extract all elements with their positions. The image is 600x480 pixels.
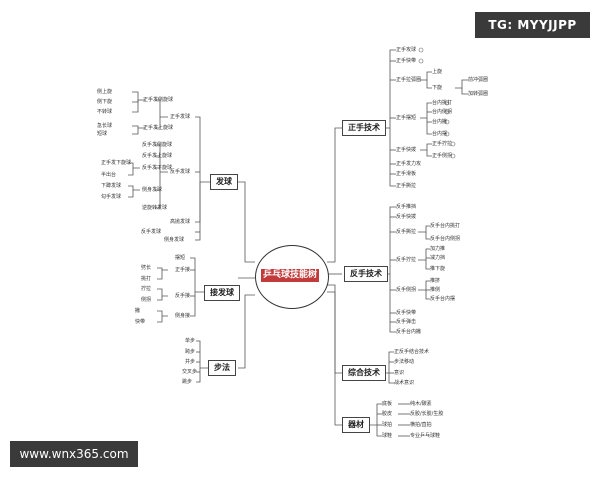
node-label[interactable]: 球拍 xyxy=(382,422,393,428)
node-label[interactable]: 反胶/长胶/生胶 xyxy=(410,411,444,417)
node-label[interactable]: 步法移动 xyxy=(394,359,415,365)
node-label[interactable]: 纯木/碳素 xyxy=(410,401,432,407)
node-label[interactable]: 交叉步 xyxy=(182,369,198,375)
node-label[interactable]: 反手发下旋球 xyxy=(142,165,173,171)
node-label[interactable]: 反手发球 xyxy=(170,169,191,175)
node-label[interactable]: 台内挑打 xyxy=(432,100,453,106)
node-label[interactable]: 专业乒乓球鞋 xyxy=(410,433,441,439)
node-label[interactable]: 反手推挡 xyxy=(396,204,417,210)
branch-footwork[interactable]: 步法 xyxy=(208,360,236,376)
node-label[interactable]: 正手快带 xyxy=(396,58,417,64)
node-label[interactable]: 战术意识 xyxy=(394,380,415,386)
node-label[interactable]: 高抛发球 xyxy=(170,219,191,225)
node-label[interactable]: 横拍/直拍 xyxy=(410,422,432,428)
node-label[interactable]: 拧拉 xyxy=(141,286,152,292)
node-label[interactable]: 反手发球 xyxy=(141,229,162,235)
node-label[interactable]: 意识 xyxy=(394,370,405,376)
node-label[interactable]: 反手侧拐 xyxy=(396,287,417,293)
node-label[interactable]: 急长球 xyxy=(97,123,113,129)
node-label[interactable]: 侧身发球 xyxy=(142,187,163,193)
node-label[interactable]: 跳步 xyxy=(182,379,193,385)
branch-backhand[interactable]: 反手技术 xyxy=(344,266,388,282)
node-label[interactable]: 快带 xyxy=(135,319,146,325)
node-label[interactable]: 推下旋 xyxy=(430,266,446,272)
node-label[interactable]: 侧上旋 xyxy=(97,89,113,95)
node-label[interactable]: 反手发侧旋球 xyxy=(142,142,173,148)
node-label[interactable]: 反手台内侧拐 xyxy=(430,236,461,242)
node-label[interactable]: 下旋 xyxy=(432,85,443,91)
node-label[interactable]: 反手发上旋球 xyxy=(142,153,173,159)
node-label[interactable]: 并步 xyxy=(185,359,196,365)
node-label[interactable]: 反手台内摆 xyxy=(430,296,456,302)
node-label[interactable]: 正手接 xyxy=(175,267,191,273)
node-label[interactable]: 加力推 xyxy=(430,246,446,252)
node-label[interactable]: 正手撕拉 xyxy=(396,183,417,189)
node-label[interactable]: 反手台内挑打 xyxy=(430,223,461,229)
node-label[interactable]: 球鞋 xyxy=(382,433,393,439)
node-label[interactable]: 短球 xyxy=(97,131,108,137)
node-label[interactable]: 跨步 xyxy=(185,349,196,355)
node-label[interactable]: 正手滑板 xyxy=(396,171,417,177)
branch-forehand[interactable]: 正手技术 xyxy=(342,120,386,136)
node-label[interactable]: 加转弧圈 xyxy=(468,91,489,97)
node-label[interactable]: 正手发上旋球 xyxy=(143,125,174,131)
node-label[interactable]: 台内摆 xyxy=(432,131,448,137)
node-label[interactable]: 反手台内撇 xyxy=(396,329,422,335)
node-label[interactable]: 正手摆短 xyxy=(396,115,417,121)
node-label[interactable]: 劈长 xyxy=(141,265,152,271)
expand-dots xyxy=(418,47,456,159)
node-label[interactable]: 正手侧拐 xyxy=(432,153,453,159)
node-label[interactable]: 正手发下旋球 xyxy=(101,160,132,166)
node-label[interactable]: 正手拧拉 xyxy=(432,141,453,147)
watermark-bottom: www.wnx365.com xyxy=(10,441,138,467)
node-label[interactable]: 正手快拨 xyxy=(396,147,417,153)
node-label[interactable]: 反手弹击 xyxy=(396,319,417,325)
node-label[interactable]: 反手快拨 xyxy=(396,214,417,220)
node-label[interactable]: 单步 xyxy=(185,338,196,344)
node-label[interactable]: 摆短 xyxy=(175,255,186,261)
node-label[interactable]: 反手快带 xyxy=(396,310,417,316)
node-label[interactable]: 正手攻球 xyxy=(396,47,417,53)
node-label[interactable]: 正反手结合技术 xyxy=(394,349,430,355)
node-label[interactable]: 底板 xyxy=(382,401,393,407)
node-label[interactable]: 反手接 xyxy=(175,293,191,299)
node-label[interactable]: 半出台 xyxy=(101,172,117,178)
node-label[interactable]: 推挤 xyxy=(430,278,441,284)
node-label[interactable]: 反手拧拉 xyxy=(396,257,417,263)
node-label[interactable]: 撇 xyxy=(135,308,141,314)
node-label[interactable]: 胶皮 xyxy=(382,411,393,417)
branch-combined[interactable]: 综合技术 xyxy=(342,365,386,381)
node-label[interactable]: 台内侧拐 xyxy=(432,109,453,115)
node-label[interactable]: 正手发侧旋球 xyxy=(143,97,174,103)
node-label[interactable]: 侧下旋 xyxy=(97,99,113,105)
node-label[interactable]: 侧身接 xyxy=(175,313,191,319)
node-label[interactable]: 推侧 xyxy=(430,287,441,293)
node-label[interactable]: 挑打 xyxy=(141,276,152,282)
node-label[interactable]: 台内撇 xyxy=(432,119,448,125)
node-label[interactable]: 反手撕拉 xyxy=(396,229,417,235)
node-label[interactable]: 正手拉弧圈 xyxy=(396,77,422,83)
center-title: 乒乓球技能树 xyxy=(261,269,320,282)
node-label[interactable]: 逆旋转发球 xyxy=(142,205,168,211)
node-label[interactable]: 减力挡 xyxy=(430,255,446,261)
node-label[interactable]: 侧身发球 xyxy=(164,237,185,243)
node-label[interactable]: 前冲弧圈 xyxy=(468,77,489,83)
node-label[interactable]: 下蹲发球 xyxy=(101,183,122,189)
node-label[interactable]: 正手发球 xyxy=(170,114,191,120)
node-label[interactable]: 勾手发球 xyxy=(101,194,122,200)
branch-serve[interactable]: 发球 xyxy=(210,174,238,190)
node-label[interactable]: 正手发力攻 xyxy=(396,161,422,167)
node-label[interactable]: 不转球 xyxy=(97,109,113,115)
branch-receive[interactable]: 接发球 xyxy=(204,285,240,301)
node-label[interactable]: 上旋 xyxy=(432,69,443,75)
node-label[interactable]: 侧拐 xyxy=(141,297,152,303)
branch-equipment[interactable]: 器材 xyxy=(342,417,370,433)
watermark-top: TG: MYYJJPP xyxy=(475,12,590,38)
